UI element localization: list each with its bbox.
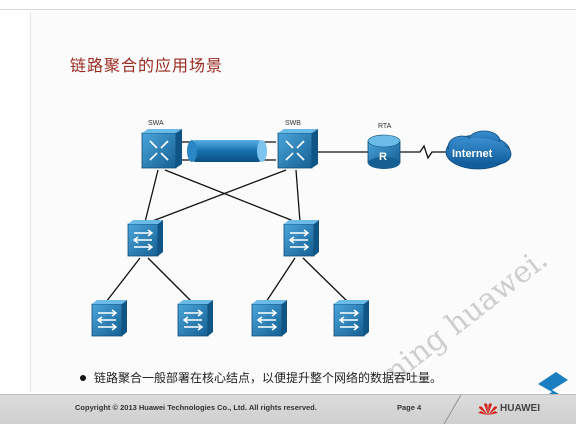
slide-title: 链路聚合的应用场景	[70, 56, 224, 75]
link-swb-dist2	[295, 169, 301, 223]
device-label-rta: RTA	[378, 123, 392, 130]
footer-divider	[443, 395, 462, 424]
bullet-dot	[80, 374, 86, 381]
link-swb-dist1	[149, 169, 287, 223]
core-switch-icon	[149, 140, 169, 161]
access-switch-2[interactable]	[177, 300, 213, 337]
router-icon: R	[379, 151, 387, 163]
link-dist2-acc4	[302, 257, 349, 303]
switch-arrows-icon	[96, 309, 118, 331]
core-switch-icon	[285, 140, 305, 161]
access-switch-1[interactable]	[91, 300, 127, 337]
switch-arrows-icon	[288, 229, 310, 251]
internet-cloud[interactable]: Internet	[445, 130, 512, 170]
switch-arrows-icon	[132, 229, 154, 251]
slide-footer: Copyright © 2013 Huawei Technologies Co.…	[0, 394, 576, 424]
brand-name: HUAWEI	[500, 403, 540, 414]
pipe-right-cap	[257, 140, 267, 162]
device-label-swa: SWA	[148, 120, 164, 127]
device-label-swb: SWB	[285, 120, 301, 127]
page-number: Page 4	[397, 403, 422, 412]
switch-arrows-icon	[256, 309, 278, 331]
copyright-text: Copyright © 2013 Huawei Technologies Co.…	[75, 403, 317, 412]
core-switch-swa[interactable]: SWA	[141, 120, 182, 169]
bullet-text: 链路聚合一般部署在核心结点，以便提升整个网络的数据吞吐量。	[94, 371, 443, 385]
aggregation-pipe	[192, 140, 262, 162]
distribution-switch-2[interactable]	[283, 220, 319, 257]
switch-arrows-icon	[338, 309, 360, 331]
switch-arrows-icon	[182, 309, 204, 331]
link-swa-dist1	[144, 169, 159, 223]
access-switch-3[interactable]	[251, 300, 287, 337]
distribution-switch-1[interactable]	[127, 220, 163, 257]
link-dist1-acc1	[105, 257, 141, 303]
core-switch-swb[interactable]: SWB	[277, 120, 318, 169]
link-dist2-acc3	[265, 257, 296, 303]
link-swa-dist2	[164, 169, 297, 223]
pipe-left-cap	[187, 140, 197, 162]
access-switch-4[interactable]	[333, 300, 369, 337]
bullet-item: 链路聚合一般部署在核心结点，以便提升整个网络的数据吞吐量。	[80, 369, 442, 386]
router-rta[interactable]: RTA R	[367, 123, 401, 169]
cloud-label: Internet	[452, 148, 493, 160]
top-rule	[0, 9, 576, 10]
link-aggregation-bundle	[187, 140, 267, 162]
link-rta-internet	[400, 144, 446, 160]
huawei-logo-icon	[478, 403, 498, 415]
link-dist1-acc2	[147, 257, 193, 303]
